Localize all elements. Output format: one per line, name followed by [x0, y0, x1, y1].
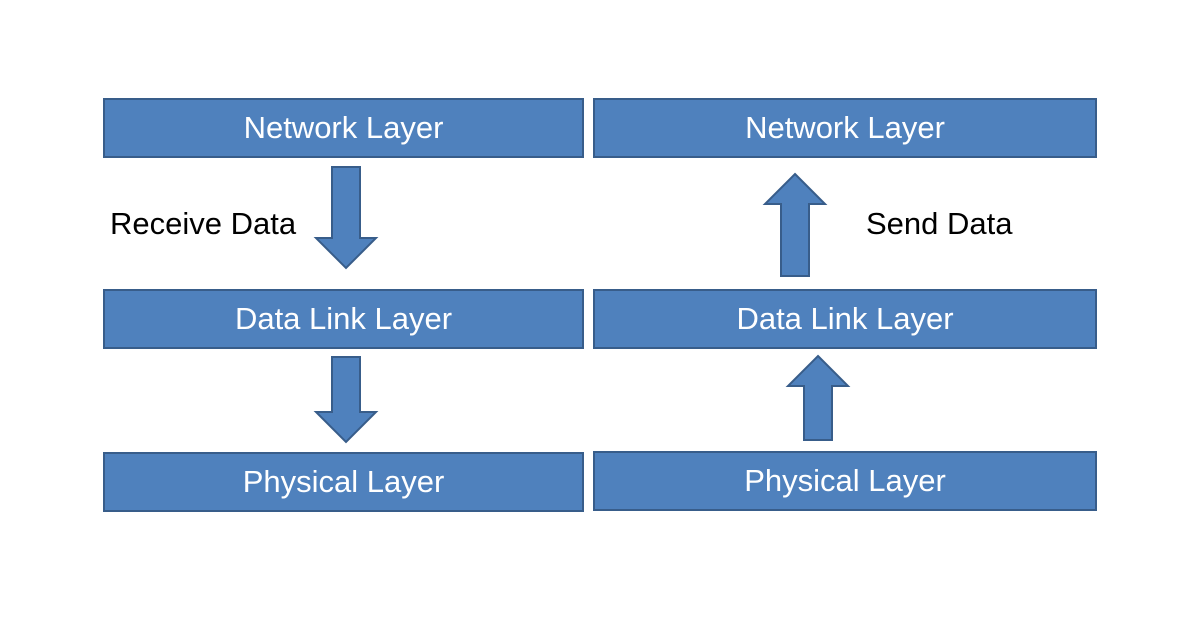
- right-physical-layer-label: Physical Layer: [744, 463, 946, 498]
- receive-data-caption: Receive Data: [110, 206, 297, 241]
- receive-down-arrow-icon: [313, 166, 379, 270]
- right-data-link-layer-label: Data Link Layer: [736, 301, 954, 336]
- right-data-link-layer-box: Data Link Layer: [593, 289, 1097, 349]
- right-network-layer-box: Network Layer: [593, 98, 1097, 158]
- right-physical-layer-box: Physical Layer: [593, 451, 1097, 511]
- left-physical-layer-label: Physical Layer: [242, 464, 445, 499]
- send-up-arrow-icon-2: [785, 354, 851, 441]
- right-network-layer-label: Network Layer: [745, 110, 945, 145]
- left-data-link-layer-label: Data Link Layer: [234, 301, 453, 336]
- left-network-layer-label: Network Layer: [243, 110, 444, 145]
- left-data-link-layer-box: Data Link Layer: [103, 289, 584, 349]
- send-data-caption: Send Data: [866, 206, 1013, 241]
- left-network-layer-box: Network Layer: [103, 98, 584, 158]
- send-up-arrow-icon: [762, 172, 828, 277]
- left-physical-layer-box: Physical Layer: [103, 452, 584, 512]
- receive-down-arrow-icon-2: [313, 356, 379, 444]
